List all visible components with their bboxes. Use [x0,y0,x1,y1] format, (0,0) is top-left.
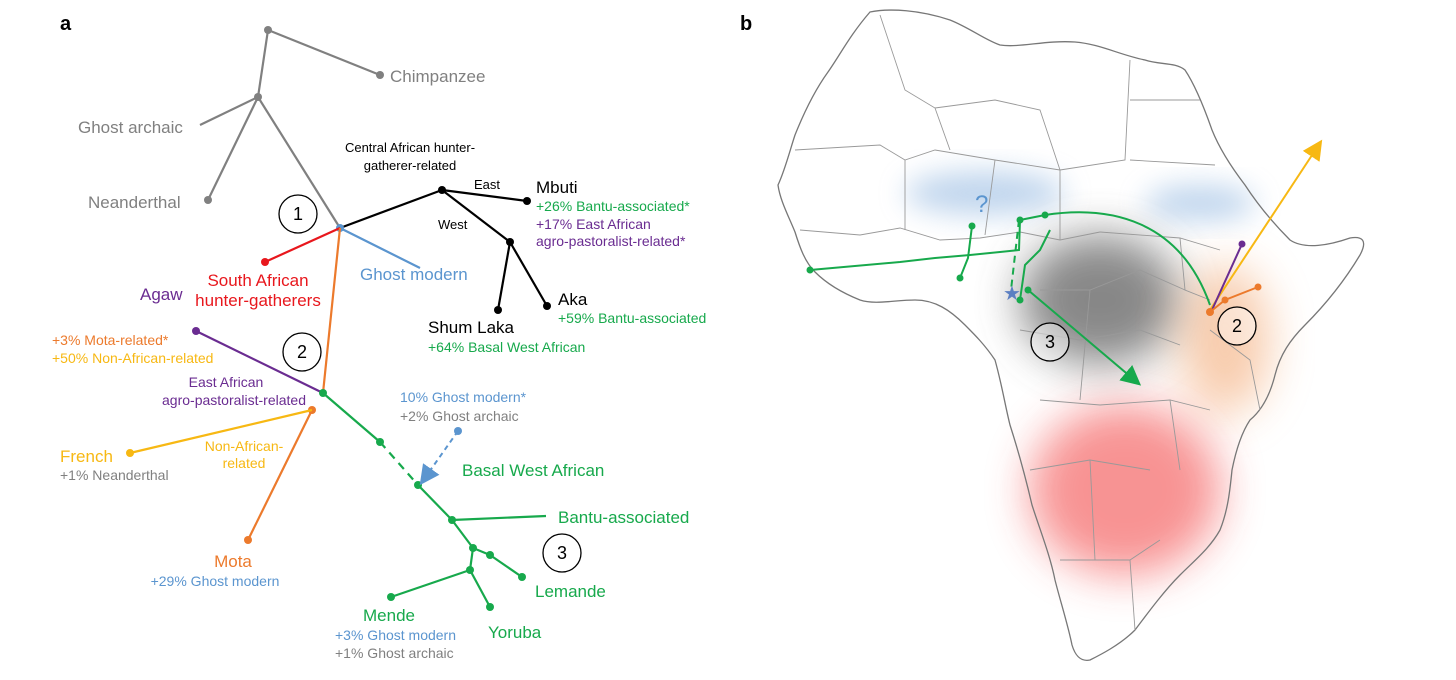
agaw-node [192,327,200,335]
star-marker-icon: ★ [1003,283,1021,305]
mota-node [244,536,252,544]
french-branch [129,408,313,455]
label-mota: Mota [214,552,252,571]
map-circled-number-2: 2 [1217,306,1257,346]
circled-number-1: 1 [278,194,318,234]
label-ghost-archaic: Ghost archaic [78,118,183,137]
archaic-branches [199,28,381,229]
west-african-routes [809,211,1211,386]
circled-number-3: 3 [542,533,582,573]
label-agaw-add1: +3% Mota-related* [52,332,169,348]
orange-branches [247,227,342,541]
label-aka: Aka [558,290,588,309]
svg-text:3: 3 [1045,332,1055,352]
central-african-branches [339,188,548,311]
label-west: West [438,217,468,232]
west-african-route-nodes [806,211,1049,304]
south-african-branch [264,226,341,264]
label-mota-add: +29% Ghost modern [151,573,280,589]
label-agaw: Agaw [140,285,183,304]
out-of-africa-arrow [1209,139,1323,311]
orange-route-nodes [1206,283,1262,316]
circled-number-2: 2 [282,332,322,372]
label-east-african-1: East African [189,374,264,390]
ghost-admixture-node [454,427,462,435]
label-east-african-2: agro-pastoralist-related [162,392,306,408]
label-agaw-add2: +50% Non-African-related [52,350,213,366]
west-african-nodes [319,389,526,611]
map-circled-number-3: 3 [1030,322,1070,362]
label-neanderthal: Neanderthal [88,193,181,212]
label-yoruba: Yoruba [488,623,542,642]
ghost-admixture-arrow [419,430,459,486]
label-mende-add1: +3% Ghost modern [335,627,456,643]
south-african-node [261,258,269,266]
label-mbuti-add2: +17% East African [536,216,651,232]
purple-route-node [1238,240,1246,248]
panel-a-letter: a [60,13,72,35]
label-shum-laka-add: +64% Basal West African [428,339,585,355]
ghost-modern-branch [339,227,421,269]
label-basal-west-african: Basal West African [462,461,604,480]
svg-text:1: 1 [293,204,303,224]
label-french: French [60,447,113,466]
agaw-branch [195,330,324,394]
label-mende-add2: +1% Ghost archaic [335,645,454,661]
label-non-african-2: related [223,455,266,471]
panel-a: a Chimpanzee Ghost archaic Neanderthal [52,13,706,661]
label-french-add: +1% Neanderthal [60,467,169,483]
panel-b-letter: b [740,13,752,35]
label-mende: Mende [363,606,415,625]
french-node [126,449,134,457]
archaic-nodes [204,26,384,204]
svg-text:2: 2 [297,342,307,362]
label-shum-laka: Shum Laka [428,318,515,337]
africa-outline [777,9,1365,661]
label-mbuti-add1: +26% Bantu-associated* [536,198,690,214]
region-highlights [905,171,1270,575]
label-central-african-1: Central African hunter- [345,140,475,155]
label-east: East [474,177,500,192]
label-lemande: Lemande [535,582,606,601]
label-ghost-in1: 10% Ghost modern* [400,389,527,405]
purple-route [1211,243,1243,311]
label-ghost-modern: Ghost modern [360,265,468,284]
label-mbuti: Mbuti [536,178,578,197]
label-chimpanzee: Chimpanzee [390,67,485,86]
question-mark: ? [975,191,988,218]
label-non-african-1: Non-African- [205,438,284,454]
label-ghost-in2: +2% Ghost archaic [400,408,519,424]
label-bantu-associated: Bantu-associated [558,508,689,527]
panel-b: b [740,9,1365,661]
label-central-african-2: gatherer-related [364,158,457,173]
label-south-african-2: hunter-gatherers [195,291,321,310]
label-mbuti-add3: agro-pastoralist-related* [536,233,686,249]
svg-text:3: 3 [557,543,567,563]
label-south-african-1: South African [207,271,308,290]
label-aka-add: +59% Bantu-associated [558,310,706,326]
west-african-branches [322,392,547,608]
svg-text:2: 2 [1232,316,1242,336]
central-african-nodes [438,186,551,314]
